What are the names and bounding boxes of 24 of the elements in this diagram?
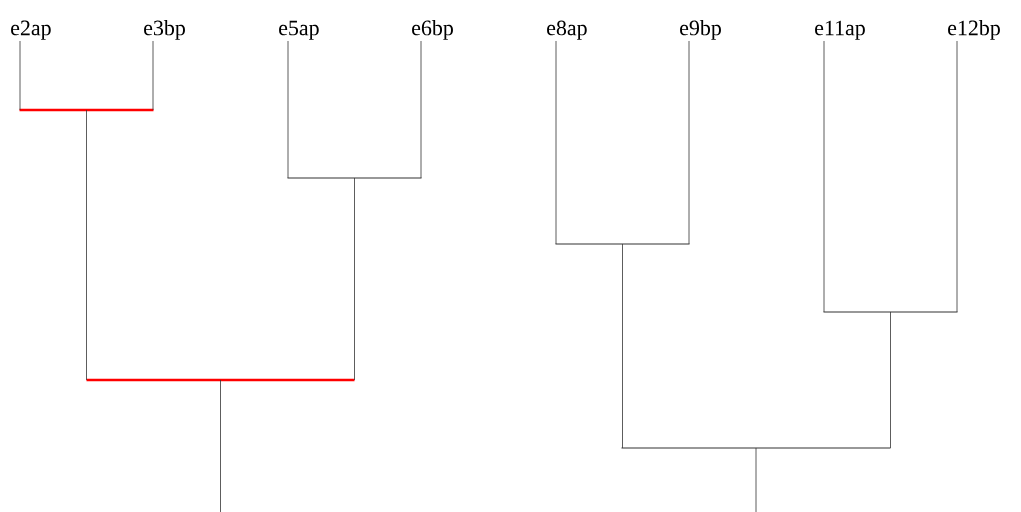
tree-branch xyxy=(956,40,958,313)
tree-branch xyxy=(823,40,825,313)
tree-branch xyxy=(755,447,757,512)
tree-branch xyxy=(86,109,87,381)
tree-branch xyxy=(287,40,289,179)
leaf-label: e6bp xyxy=(412,19,453,40)
leaf-label: e11ap xyxy=(815,20,865,40)
tree-branch xyxy=(688,40,690,245)
tree-branch xyxy=(19,40,21,111)
tree-branch xyxy=(555,40,557,245)
tree-branch xyxy=(420,40,422,179)
leaf-label: e9bp xyxy=(680,19,721,40)
tree-branch xyxy=(622,243,623,449)
tree-branch xyxy=(152,40,154,111)
leaf-label: e12bp xyxy=(948,19,1000,40)
tree-branch xyxy=(890,311,891,449)
leaf-label: e3bp xyxy=(144,19,185,40)
junction-bar xyxy=(86,378,355,382)
tree-branch xyxy=(354,177,355,381)
junction-bar xyxy=(19,108,154,112)
tree-branch xyxy=(220,379,221,512)
leaf-label: e8ap xyxy=(547,20,587,40)
leaf-label: e5ap xyxy=(279,20,319,40)
leaf-label: e2ap xyxy=(11,20,51,40)
